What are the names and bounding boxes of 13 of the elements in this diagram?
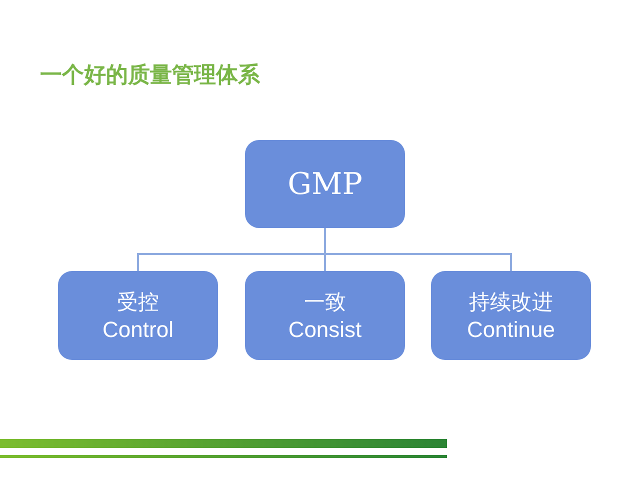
chinese-label: 受控 xyxy=(117,288,159,316)
chinese-label: 持续改进 xyxy=(469,288,553,316)
root-box xyxy=(245,140,405,228)
box-label: GMP xyxy=(288,166,362,202)
concept-box xyxy=(58,271,218,360)
english-label: Continue xyxy=(466,316,556,344)
english-label: Control xyxy=(102,316,174,344)
connector-line xyxy=(324,228,512,271)
concept-box xyxy=(431,271,591,360)
chinese-label: 一致 xyxy=(304,288,346,316)
slide-title: 一个好的质量管理体系 xyxy=(40,61,260,90)
concept-box xyxy=(245,271,405,360)
english-label: Consist xyxy=(288,316,362,344)
